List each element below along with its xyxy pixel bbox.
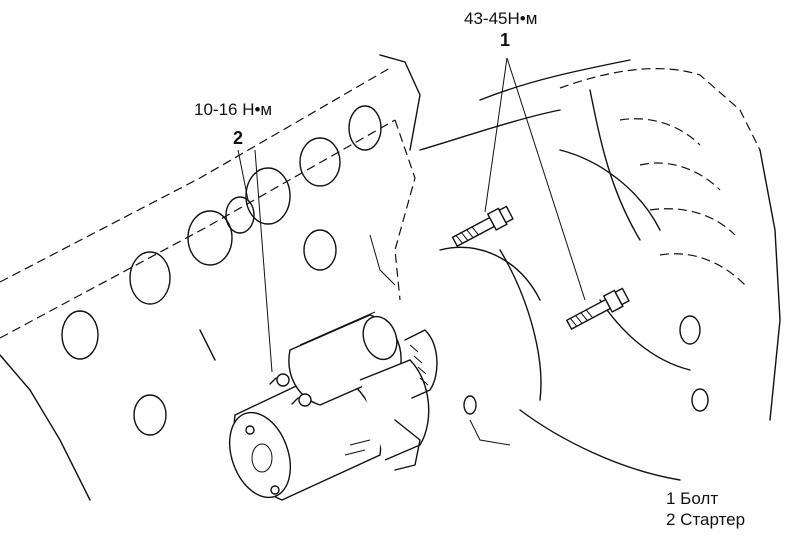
callout-1-number: 1 <box>500 30 511 50</box>
legend: 1 Болт 2 Стартер <box>666 488 745 530</box>
starter-motor <box>228 311 438 501</box>
bolt-upper <box>451 205 514 248</box>
callout-2-torque: 10-16 Н•м <box>194 100 273 119</box>
leader-lines <box>237 57 586 373</box>
transmission-housing <box>419 59 781 481</box>
legend-item-bolt: 1 Болт <box>666 489 719 508</box>
engine-block <box>0 54 421 501</box>
callout-1-torque: 43-45Н•м <box>464 9 538 28</box>
legend-item-starter: 2 Стартер <box>666 510 746 529</box>
callout-2-number: 2 <box>233 128 244 148</box>
bolt-lower <box>565 287 630 331</box>
